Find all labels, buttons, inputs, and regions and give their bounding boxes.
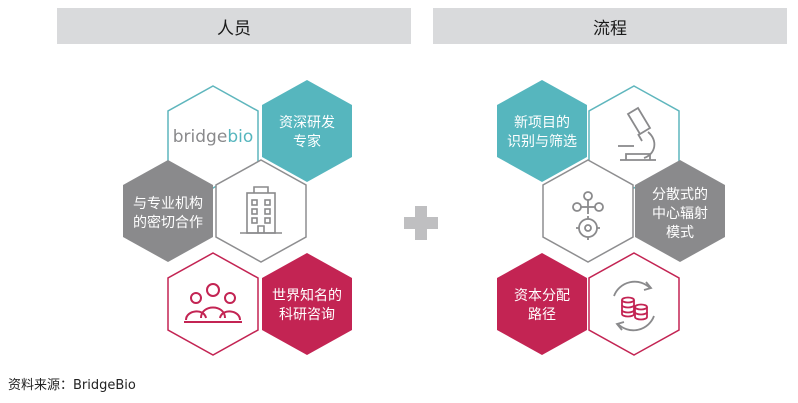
scientific-advisors-hex: 世界知名的 科研咨询 (262, 253, 352, 355)
microscope-icon (618, 106, 656, 161)
capital-allocation-hex: 资本分配 路径 (497, 253, 587, 355)
plus-icon (404, 206, 438, 240)
screening-line1: 新项目的 (514, 115, 570, 131)
distributed-line2: 中心辐射 (652, 206, 708, 222)
people-header-label: 人员 (217, 18, 251, 39)
process-header: 流程 (433, 8, 787, 44)
hub-spoke-model-hex: 分散式的 中心辐射 模式 (635, 160, 725, 262)
capital-line2: 路径 (528, 307, 556, 323)
institutions-line2: 的密切合作 (133, 214, 203, 231)
institutions-line1: 与专业机构 (133, 196, 203, 212)
screening-line2: 识别与筛选 (507, 134, 577, 150)
experts-line2: 专家 (293, 133, 321, 150)
experts-line1: 资深研发 (279, 115, 335, 131)
distributed-line3: 模式 (666, 225, 694, 241)
decentralized-hub-hex (542, 159, 634, 263)
coins-hex (588, 252, 680, 356)
institution-collaboration-hex: 与专业机构 的密切合作 (123, 160, 213, 262)
bridgebio-logo-hex: bridgebio (167, 85, 259, 189)
scientists-line1: 世界知名的 (272, 287, 342, 304)
source-note: 资料来源：BridgeBio (8, 378, 136, 393)
project-screening-hex: 新项目的 识别与筛选 (497, 80, 587, 182)
people-header: 人员 (57, 8, 411, 44)
distributed-line1: 分散式的 (652, 187, 708, 203)
scientists-line2: 科研咨询 (279, 307, 335, 323)
decentralized-hub-icon (572, 191, 604, 240)
capital-line1: 资本分配 (514, 288, 570, 304)
building-icon (240, 186, 282, 234)
senior-rd-experts-hex: 资深研发 专家 (262, 80, 352, 182)
people-network-hex (167, 252, 259, 356)
bridgebio-logo: bridgebio (173, 127, 253, 147)
process-header-label: 流程 (593, 18, 627, 39)
coins-cycle-icon (613, 280, 655, 332)
microscope-hex (588, 85, 680, 189)
people-network-icon (184, 283, 242, 323)
building-hex (215, 159, 307, 263)
